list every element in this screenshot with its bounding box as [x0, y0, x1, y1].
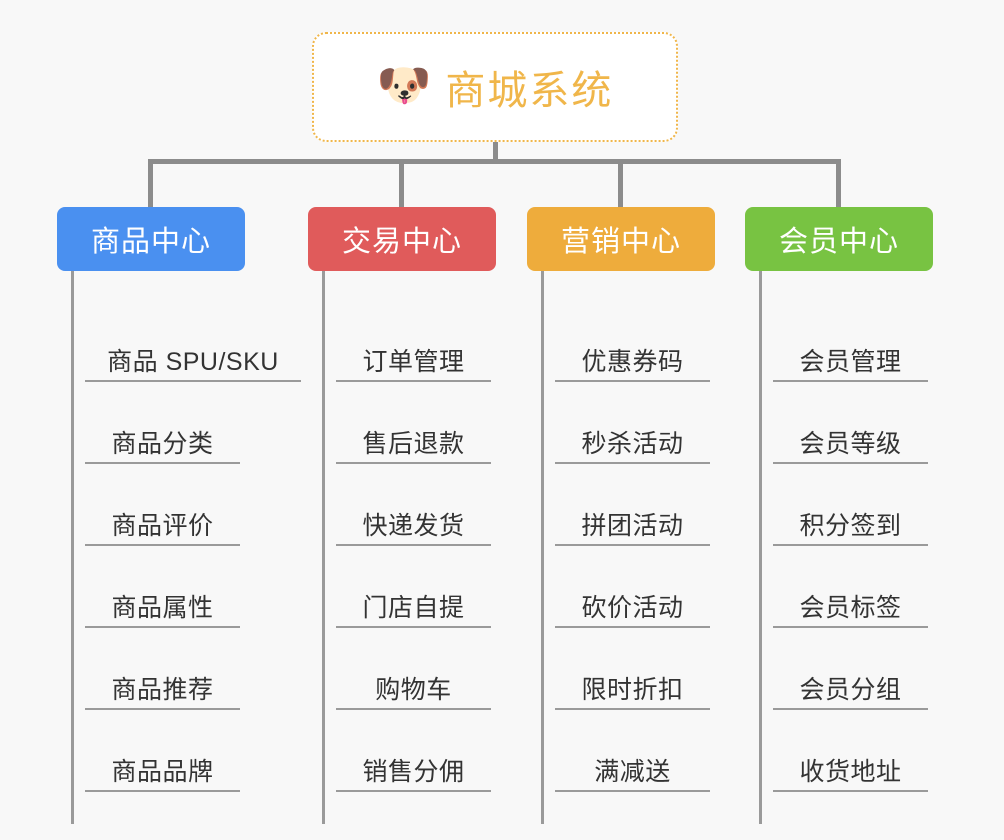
- leaf-item[interactable]: 商品品牌: [85, 710, 240, 792]
- leaf-item[interactable]: 积分签到: [773, 464, 928, 546]
- leaf-spine-4: [759, 271, 762, 824]
- leaf-item[interactable]: 限时折扣: [555, 628, 710, 710]
- connector-horizontal-bar: [148, 159, 841, 164]
- leaf-item-label: 商品分类: [111, 429, 214, 458]
- leaf-item-label: 商品推荐: [111, 675, 214, 704]
- leaf-item-label: 商品属性: [111, 593, 214, 622]
- leaf-item[interactable]: 商品分类: [85, 382, 240, 464]
- category-box-1[interactable]: 商品中心: [57, 207, 245, 271]
- leaf-item[interactable]: 砍价活动: [555, 546, 710, 628]
- leaf-item[interactable]: 商品评价: [85, 464, 240, 546]
- leaf-item-label: 积分签到: [799, 511, 902, 540]
- leaf-item-label: 砍价活动: [581, 593, 684, 622]
- leaf-spine-3: [541, 271, 544, 824]
- leaf-item[interactable]: 满减送: [555, 710, 710, 792]
- leaf-item[interactable]: 售后退款: [336, 382, 491, 464]
- dog-face-icon: 🐶: [376, 61, 432, 110]
- category-label-2: 交易中心: [341, 226, 462, 258]
- leaf-item[interactable]: 订单管理: [336, 300, 491, 382]
- category-box-4[interactable]: 会员中心: [745, 207, 933, 271]
- leaf-item[interactable]: 会员等级: [773, 382, 928, 464]
- leaf-item[interactable]: 商品推荐: [85, 628, 240, 710]
- leaf-item-label: 购物车: [375, 675, 452, 704]
- leaf-item-label: 限时折扣: [581, 675, 684, 704]
- category-box-2[interactable]: 交易中心: [308, 207, 496, 271]
- leaf-item[interactable]: 会员管理: [773, 300, 928, 382]
- root-node-title: 商城系统: [445, 69, 614, 113]
- leaf-item[interactable]: 快递发货: [336, 464, 491, 546]
- connector-drop-4: [836, 159, 841, 209]
- leaf-item-label: 优惠券码: [581, 347, 684, 376]
- leaf-item-label: 满减送: [594, 757, 671, 786]
- leaf-item-label: 拼团活动: [581, 511, 684, 540]
- root-node-mall-system[interactable]: 🐶 商城系统: [312, 32, 678, 142]
- connector-drop-3: [618, 159, 623, 209]
- leaf-item-label: 商品品牌: [111, 757, 214, 786]
- category-label-3: 营销中心: [560, 226, 681, 258]
- leaf-item-label: 快递发货: [362, 511, 465, 540]
- category-box-3[interactable]: 营销中心: [527, 207, 715, 271]
- leaf-spine-2: [322, 271, 325, 824]
- leaf-item-label: 商品 SPU/SKU: [107, 347, 279, 376]
- leaf-item[interactable]: 拼团活动: [555, 464, 710, 546]
- leaf-item[interactable]: 优惠券码: [555, 300, 710, 382]
- leaf-item[interactable]: 商品 SPU/SKU: [85, 300, 301, 382]
- leaf-item-label: 门店自提: [362, 593, 465, 622]
- leaf-item[interactable]: 收货地址: [773, 710, 928, 792]
- leaf-item[interactable]: 秒杀活动: [555, 382, 710, 464]
- leaf-item-label: 商品评价: [111, 511, 214, 540]
- leaf-item[interactable]: 会员标签: [773, 546, 928, 628]
- category-label-1: 商品中心: [90, 226, 211, 258]
- leaf-item[interactable]: 销售分佣: [336, 710, 491, 792]
- leaf-item-label: 会员标签: [799, 593, 902, 622]
- leaf-item-label: 收货地址: [799, 757, 902, 786]
- connector-drop-2: [399, 159, 404, 209]
- leaf-item-label: 订单管理: [362, 347, 465, 376]
- leaf-item-label: 销售分佣: [362, 757, 465, 786]
- category-label-4: 会员中心: [778, 226, 899, 258]
- leaf-item-label: 会员分组: [799, 675, 902, 704]
- leaf-item[interactable]: 商品属性: [85, 546, 240, 628]
- leaf-spine-1: [71, 271, 74, 824]
- connector-drop-1: [148, 159, 153, 209]
- leaf-item-label: 会员等级: [799, 429, 902, 458]
- leaf-item-label: 售后退款: [362, 429, 465, 458]
- leaf-item-label: 秒杀活动: [581, 429, 684, 458]
- leaf-item-label: 会员管理: [799, 347, 902, 376]
- leaf-item[interactable]: 门店自提: [336, 546, 491, 628]
- leaf-item[interactable]: 购物车: [336, 628, 491, 710]
- leaf-item[interactable]: 会员分组: [773, 628, 928, 710]
- connector-root-stem: [493, 142, 498, 163]
